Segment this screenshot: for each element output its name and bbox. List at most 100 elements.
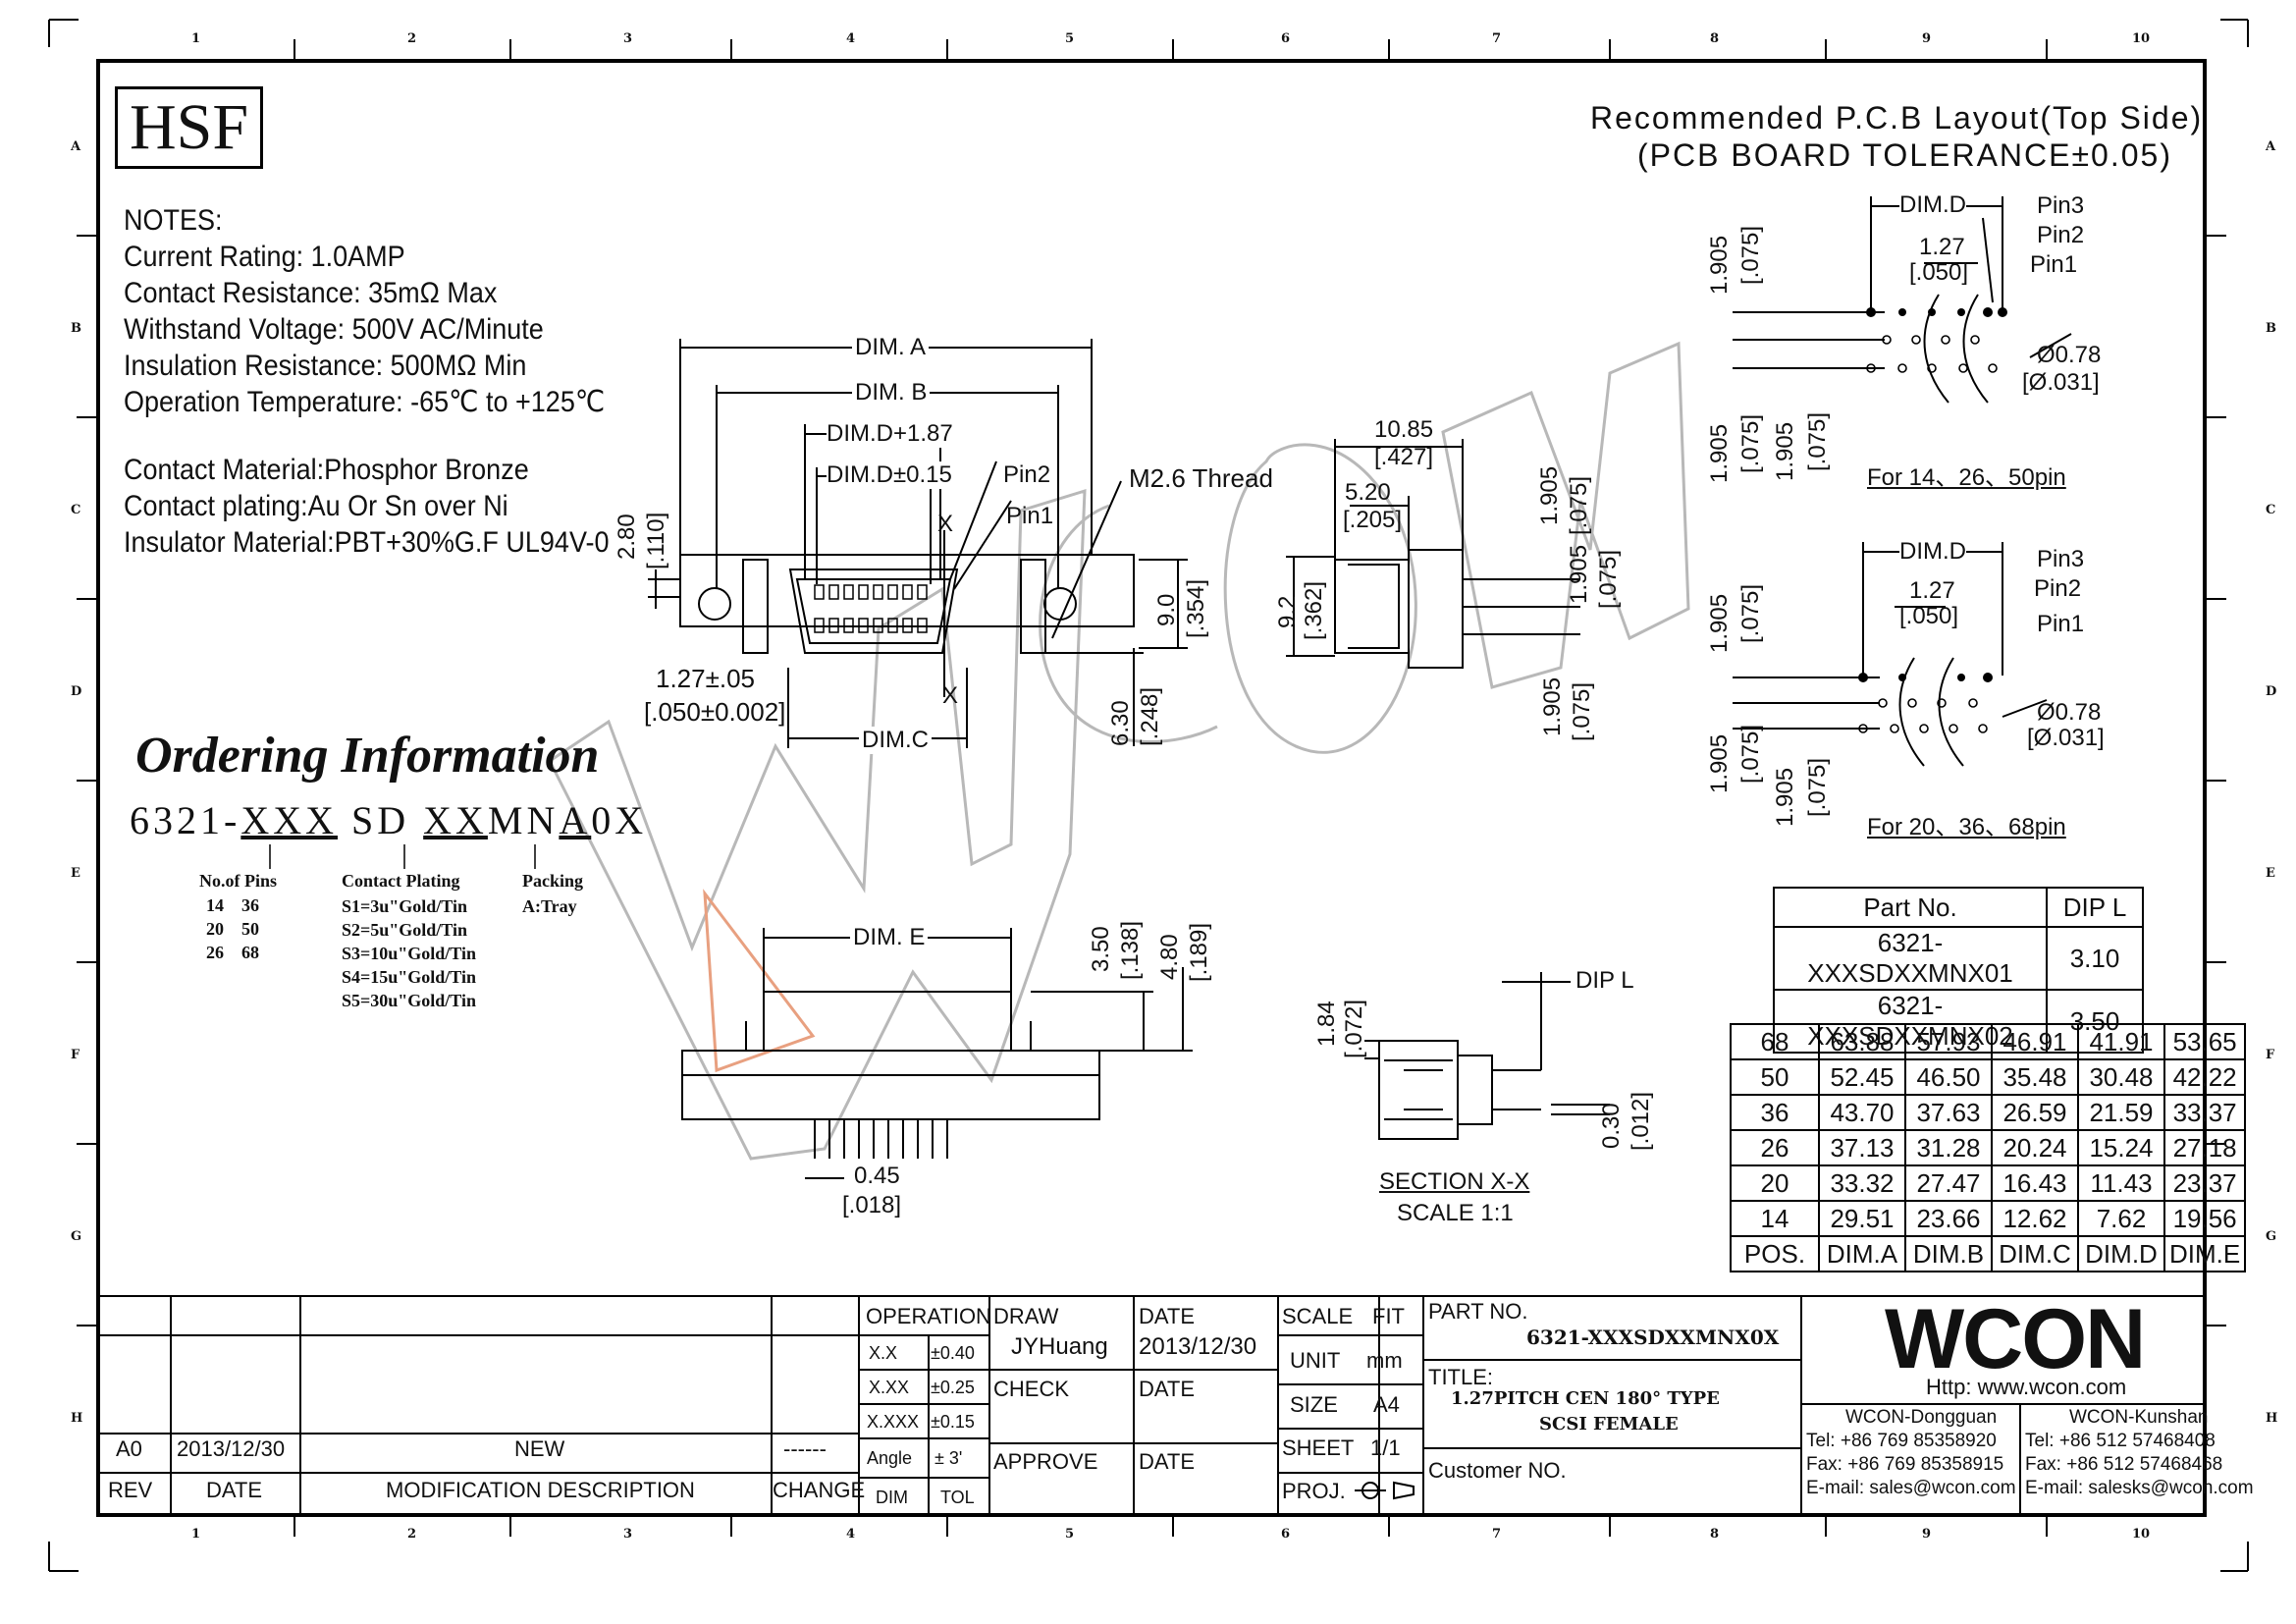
tol-label: X.X (869, 1343, 898, 1363)
plating-item: S5=30u"Gold/Tin (342, 991, 476, 1010)
label-w045: 0.45 (854, 1163, 900, 1189)
dim-cell: 16.43 (1991, 1164, 2079, 1202)
dip-cell: 3.10 (2046, 926, 2144, 991)
part-no-value: 6321-XXXSDXXMNX0X (1526, 1326, 1780, 1349)
pcb1-hole: Ø0.78 (2037, 342, 2102, 368)
pcb1-dim-d: DIM.D (1899, 191, 1966, 219)
ordering-code: 6321-XXX SD XXMNA0X (130, 797, 647, 843)
zone-bottom-10: 10 (2132, 1527, 2151, 1542)
zone-top-7: 7 (1492, 31, 1502, 46)
dim-label: DIM (876, 1488, 908, 1507)
dim-header: DIM.E (2163, 1235, 2247, 1272)
label-dim-e: DIM. E (850, 924, 929, 951)
table-row: 6321-XXXSDXXMNX01 3.10 (1773, 926, 2144, 991)
pcb1-pitch-inch: [.050] (1909, 259, 1969, 286)
note-line: Insulation Resistance: 500MΩ Min (124, 350, 527, 382)
zone-top-4: 4 (846, 31, 856, 46)
size-label: SIZE (1290, 1392, 1338, 1417)
dim-cell: 7.62 (2077, 1200, 2165, 1237)
ordering-title: Ordering Information (135, 728, 600, 784)
label-m26-thread: M2.6 Thread (1129, 463, 1273, 493)
zone-left-b: B (71, 321, 81, 336)
label-dim-d-tol: DIM.D±0.15 (827, 461, 952, 489)
rev-date: 2013/12/30 (177, 1436, 286, 1461)
packing-value: A:Tray (522, 896, 577, 916)
tol-header: TOL (940, 1488, 975, 1507)
drawer-name: JYHuang (1011, 1333, 1108, 1360)
plating-heading: Contact Plating (342, 871, 460, 891)
code-prefix: 6321- (130, 798, 241, 842)
notes-heading: NOTES: (124, 204, 223, 237)
tol-label: X.XX (869, 1378, 910, 1397)
projection-symbol-icon (1361, 1478, 1419, 1505)
zone-left-d: D (71, 684, 82, 699)
pcb1-pin2: Pin2 (2037, 222, 2085, 248)
rev-change: ------ (783, 1436, 827, 1461)
size-value: A4 (1373, 1392, 1400, 1417)
tol-label: X.XXX (867, 1412, 920, 1432)
label-pitch: 1.27±.05 (656, 664, 756, 693)
check-label: CHECK (993, 1377, 1070, 1401)
zone-bottom-9: 9 (1922, 1527, 1932, 1542)
pins-heading: No.of Pins (199, 871, 278, 891)
code-0x: 0X (591, 798, 648, 842)
pcb1-caption: For 14、26、50pin (1867, 464, 2066, 491)
note-line: Current Rating: 1.0AMP (124, 241, 405, 273)
zone-right-a: A (2266, 139, 2276, 154)
label-w427: [.427] (1374, 444, 1434, 470)
draw-label: DRAW (993, 1304, 1059, 1328)
dim-cell: 30.48 (2077, 1058, 2165, 1096)
desc-header: MODIFICATION DESCRIPTION (386, 1478, 695, 1502)
projection-label: PROJ. (1282, 1479, 1346, 1503)
tol-value: ± 3' (934, 1448, 963, 1468)
dim-header: POS. (1730, 1235, 1820, 1272)
pcb1-pitch: 1.27 (1919, 234, 1965, 260)
pcb2-pitch: 1.27 (1909, 577, 1955, 604)
plating-item: S1=3u"Gold/Tin (342, 896, 467, 916)
label-dim-a: DIM. A (852, 334, 930, 361)
note-line: Contact Material:Phosphor Bronze (124, 454, 529, 486)
dongguan-name: WCON-Dongguan (1845, 1407, 1998, 1428)
zone-top-10: 10 (2132, 31, 2151, 46)
dim-cell: 46.91 (1991, 1023, 2079, 1060)
note-line: Contact plating:Au Or Sn over Ni (124, 490, 508, 522)
dim-cell: 35.48 (1991, 1058, 2079, 1096)
dim-cell: 36 (1730, 1094, 1820, 1131)
dim-header: DIM.B (1904, 1235, 1993, 1272)
pcb2-pin3: Pin3 (2037, 546, 2085, 572)
zone-left-a: A (71, 139, 81, 154)
pcb-tolerance: (PCB BOARD TOLERANCE±0.05) (1637, 137, 2172, 173)
packing-heading: Packing (522, 871, 584, 891)
dongguan-email: E-mail: sales@wcon.com (1806, 1478, 2016, 1498)
pcb1-pin3: Pin3 (2037, 192, 2085, 219)
dim-cell: 15.24 (2077, 1129, 2165, 1166)
dim-cell: 37.63 (1904, 1094, 1993, 1131)
rev-header: REV (108, 1478, 153, 1502)
draw-date: 2013/12/30 (1139, 1333, 1257, 1360)
dim-cell: 23.66 (1904, 1200, 1993, 1237)
dim-cell: 26.59 (1991, 1094, 2079, 1131)
title-line-1: 1.27PITCH CEN 180° TYPE (1451, 1388, 1720, 1409)
dim-cell: 53.65 (2163, 1023, 2247, 1060)
zone-top-3: 3 (623, 31, 633, 46)
dongguan-fax: Fax: +86 769 85358915 (1806, 1454, 2004, 1475)
drawing-frame (96, 59, 2207, 1517)
dim-cell: 29.51 (1818, 1200, 1906, 1237)
pins-value: 36 (241, 895, 259, 915)
pcb2-pin2: Pin2 (2034, 575, 2082, 602)
zone-right-g: G (2266, 1229, 2277, 1244)
zone-left-e: E (71, 866, 80, 881)
dim-cell: 19.56 (2163, 1200, 2247, 1237)
dim-cell: 26 (1730, 1129, 1820, 1166)
tol-value: ±0.15 (931, 1412, 975, 1432)
kunshan-name: WCON-Kunshan (2069, 1407, 2209, 1428)
dim-cell: 37.13 (1818, 1129, 1906, 1166)
scale-value: FIT (1372, 1304, 1405, 1328)
zone-top-9: 9 (1922, 31, 1932, 46)
section-title: SECTION X-X (1379, 1168, 1530, 1195)
zone-bottom-2: 2 (407, 1527, 417, 1542)
label-dim-d-plus: DIM.D+1.87 (827, 420, 953, 448)
